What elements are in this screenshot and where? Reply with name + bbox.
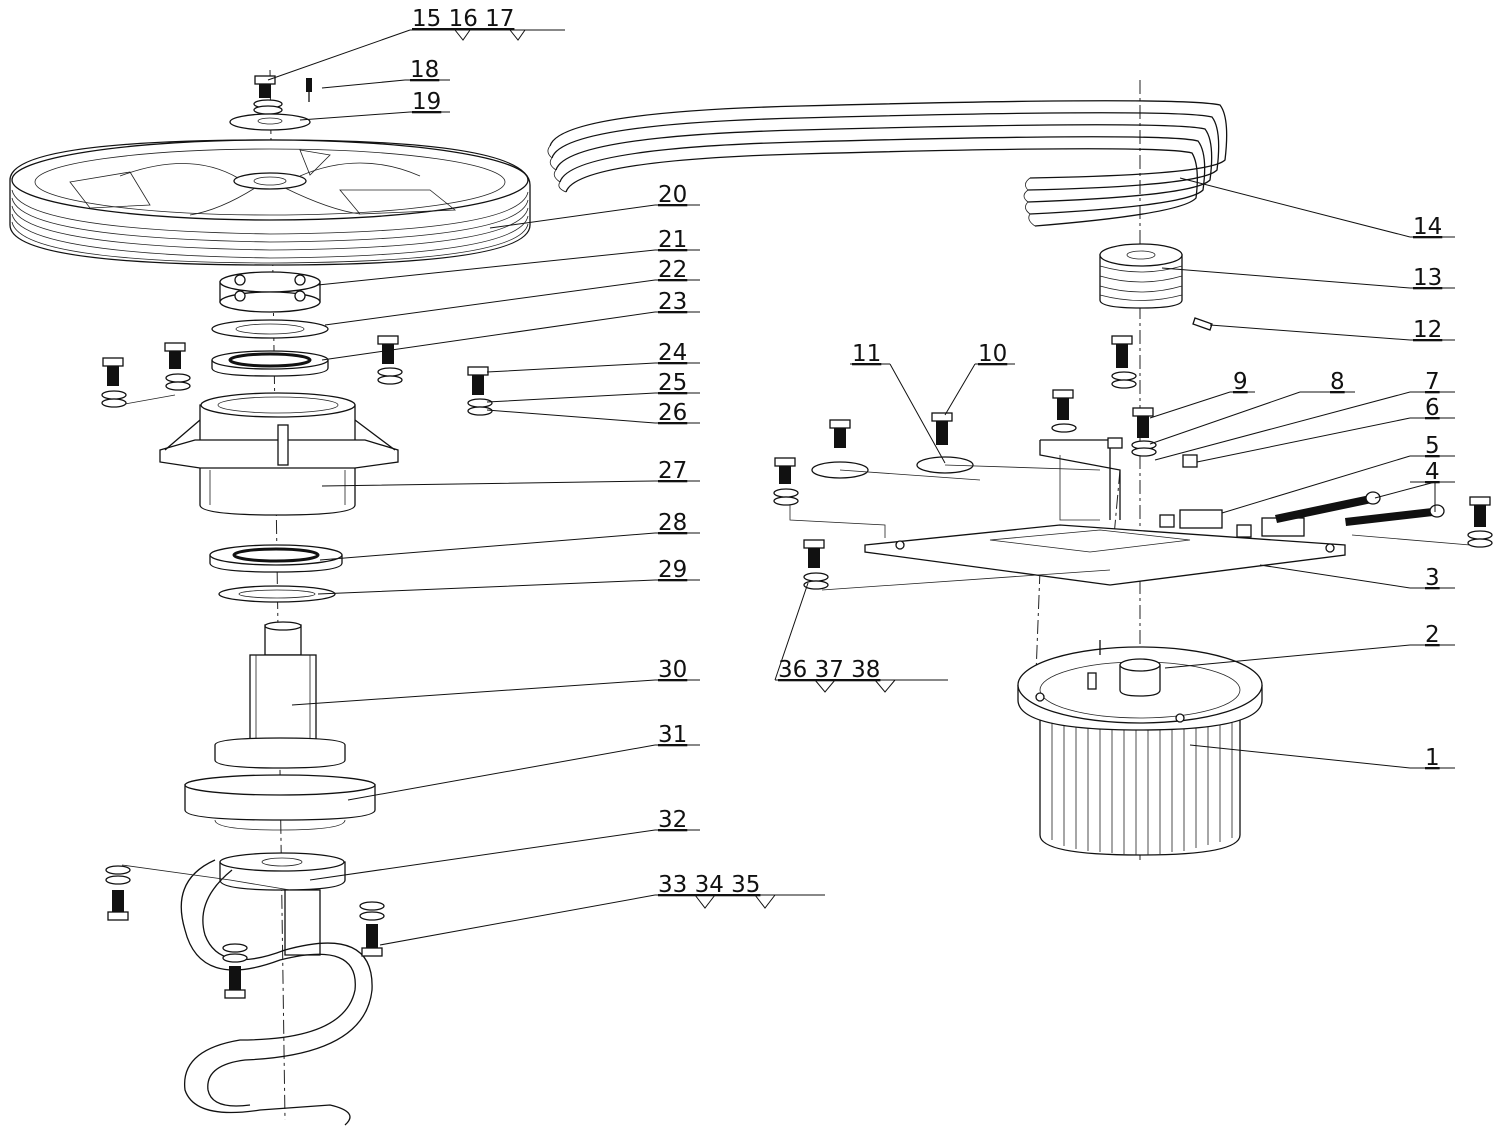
- callout-10: 10: [978, 341, 1007, 367]
- callout-15-16-17: 15 16 17: [412, 6, 514, 32]
- v-belt-part-14: [547, 100, 1228, 227]
- small-pulley-part-13: [1099, 243, 1183, 309]
- pin-part-18: [306, 78, 312, 102]
- callout-36-37-38: 36 37 38: [778, 657, 880, 683]
- callout-21: 21: [658, 227, 687, 253]
- callout-1: 1: [1425, 745, 1440, 771]
- callout-12: 12: [1413, 317, 1442, 343]
- callout-14: 14: [1413, 214, 1442, 240]
- hub-part-21: [219, 271, 321, 313]
- callout-9: 9: [1233, 369, 1248, 395]
- callout-11: 11: [852, 341, 881, 367]
- callout-24: 24: [658, 340, 687, 366]
- nuts-part-5-6: [1107, 437, 1252, 538]
- callout-29: 29: [658, 557, 687, 583]
- flange-part-31: [184, 774, 376, 831]
- housing-part-27: [159, 392, 399, 516]
- callout-2: 2: [1425, 622, 1440, 648]
- callout-23: 23: [658, 289, 687, 315]
- ring-part-22: [211, 319, 329, 339]
- callout-13: 13: [1413, 265, 1442, 291]
- callout-19: 19: [412, 89, 441, 115]
- callout-20: 20: [658, 182, 687, 208]
- callout-22: 22: [658, 257, 687, 283]
- top-screw-part-15: [253, 75, 283, 115]
- callout-6: 6: [1425, 395, 1440, 421]
- callout-31: 31: [658, 722, 687, 748]
- callout-32: 32: [658, 807, 687, 833]
- washer-part-19: [229, 113, 311, 131]
- motor-flange-part-2: [1017, 640, 1263, 731]
- callout-5: 5: [1425, 433, 1440, 459]
- callout-8: 8: [1330, 369, 1345, 395]
- callout-28: 28: [658, 510, 687, 536]
- callout-7: 7: [1425, 369, 1440, 395]
- right-screws: [773, 335, 1493, 591]
- callout-25: 25: [658, 370, 687, 396]
- bearing-part-28: [209, 544, 343, 573]
- shaft-part-30: [214, 621, 346, 769]
- callout-26: 26: [658, 400, 687, 426]
- key-part-12: [1192, 317, 1213, 331]
- leader-lines: [267, 29, 1455, 946]
- callout-4: 4: [1425, 459, 1440, 485]
- callout-33-34-35: 33 34 35: [658, 872, 760, 898]
- callout-27: 27: [658, 458, 687, 484]
- motor-part-1: [1039, 699, 1241, 856]
- bolts-part-4: [1275, 491, 1445, 526]
- hook-part-32: [180, 852, 373, 1126]
- ring-part-29: [218, 585, 336, 603]
- bearing-part-23: [211, 350, 329, 377]
- callout-3: 3: [1425, 565, 1440, 591]
- callout-18: 18: [410, 57, 439, 83]
- callout-labels: 15 16 17 18 19 20 21 22 23 24 25 26 27 2…: [410, 6, 1442, 898]
- large-pulley-part-20: [9, 139, 531, 266]
- left-screws: [101, 335, 493, 999]
- callout-30: 30: [658, 657, 687, 683]
